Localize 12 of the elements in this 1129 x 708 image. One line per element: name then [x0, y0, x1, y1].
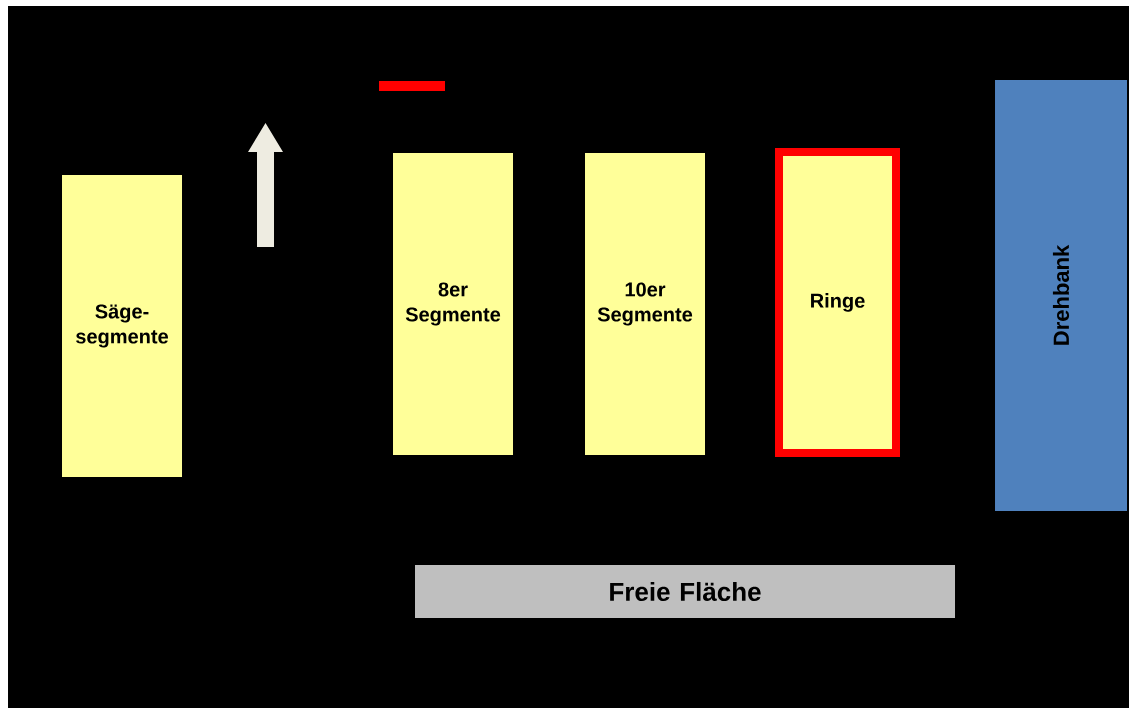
storage-box [62, 175, 182, 477]
box-label: 10er Segmente [597, 282, 693, 326]
area-bar [415, 565, 955, 618]
box-label: 8er Segmente [405, 282, 501, 326]
storage-box [585, 153, 705, 455]
box-label: Ringe [811, 293, 865, 312]
box-label: Freie Fläche [610, 581, 761, 602]
box-label: Säge-segmente [76, 304, 168, 348]
storage-box [393, 153, 513, 455]
highlighted-box [775, 148, 900, 457]
machine-box [995, 80, 1127, 511]
box-label: Drehbank [1052, 244, 1070, 345]
